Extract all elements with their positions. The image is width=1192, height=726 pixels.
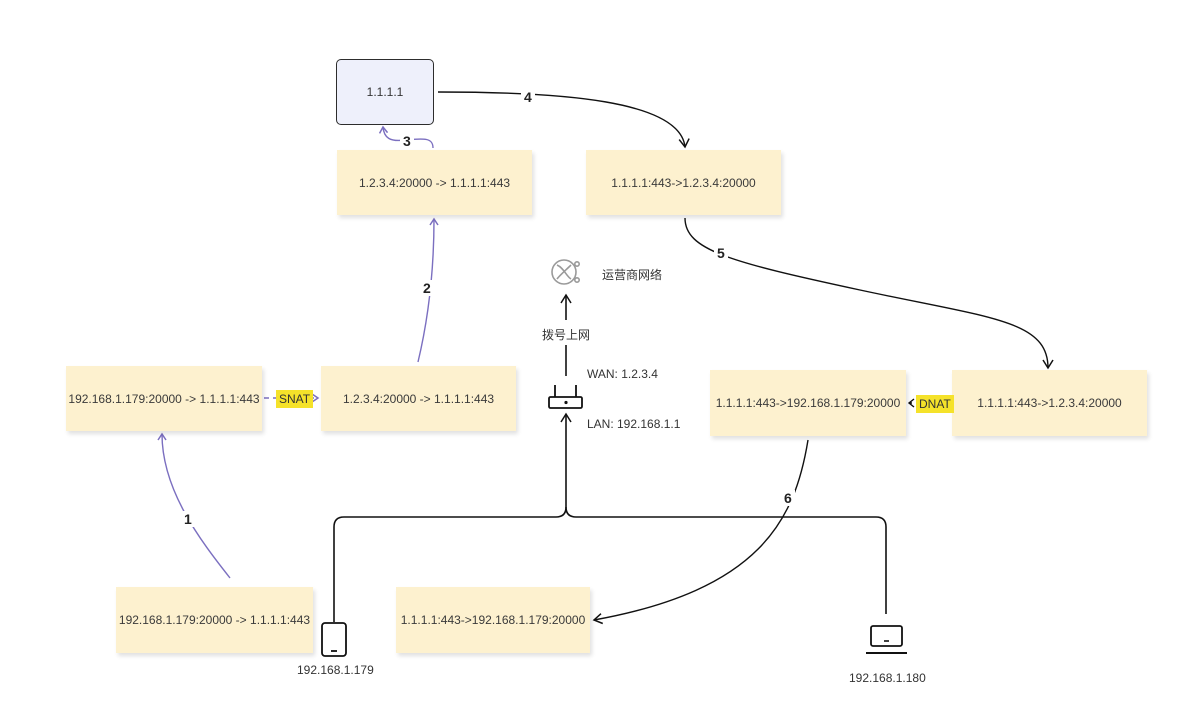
note-reply-text: 1.1.1.1:443->1.2.3.4:20000 — [611, 175, 756, 190]
note-client-reply-text: 1.1.1.1:443->192.168.1.179:20000 — [400, 613, 586, 627]
phone-ip-label: 192.168.1.179 — [297, 663, 374, 677]
step-6-label: 6 — [781, 490, 795, 506]
laptop-icon — [866, 625, 907, 654]
arrow-step-4 — [437, 91, 690, 149]
lan-label: LAN: 192.168.1.1 — [587, 417, 681, 431]
note-client-request: 192.168.1.179:20000 -> 1.1.1.1:443 — [116, 587, 313, 653]
wan-label: WAN: 1.2.3.4 — [587, 367, 658, 381]
arrow-step-1 — [157, 432, 231, 579]
step-1-label: 1 — [181, 511, 195, 527]
note-post-snat-text: 1.2.3.4:20000 -> 1.1.1.1:443 — [342, 391, 495, 406]
snat-tag: SNAT — [276, 390, 314, 408]
step-4-label: 4 — [521, 89, 535, 105]
laptop-ip-label: 192.168.1.180 — [849, 671, 926, 685]
note-post-dnat-text: 1.1.1.1:443->192.168.1.179:20000 — [715, 396, 901, 410]
phone-icon — [321, 622, 347, 657]
note-client-request-text: 192.168.1.179:20000 -> 1.1.1.1:443 — [118, 613, 311, 627]
dnat-tag: DNAT — [916, 395, 954, 413]
arrow-step-6 — [592, 439, 809, 625]
note-outbound-text: 1.2.3.4:20000 -> 1.1.1.1:443 — [358, 175, 511, 190]
arrow-step-5 — [684, 217, 1054, 370]
note-reply: 1.1.1.1:443->1.2.3.4:20000 — [586, 150, 781, 215]
step-5-label: 5 — [714, 245, 728, 261]
note-pre-dnat-text: 1.1.1.1:443->1.2.3.4:20000 — [977, 396, 1122, 410]
note-pre-snat: 192.168.1.179:20000 -> 1.1.1.1:443 — [66, 366, 262, 431]
server-node: 1.1.1.1 — [336, 59, 434, 125]
step-3-label: 3 — [400, 133, 414, 149]
note-post-snat: 1.2.3.4:20000 -> 1.1.1.1:443 — [321, 366, 516, 431]
server-label: 1.1.1.1 — [366, 85, 404, 99]
note-client-reply: 1.1.1.1:443->192.168.1.179:20000 — [396, 587, 590, 653]
step-2-label: 2 — [420, 280, 434, 296]
router-icon — [548, 385, 583, 409]
note-post-dnat: 1.1.1.1:443->192.168.1.179:20000 — [710, 370, 906, 436]
network-line-laptop — [565, 506, 887, 614]
isp-network-icon — [551, 259, 580, 285]
note-pre-snat-text: 192.168.1.179:20000 -> 1.1.1.1:443 — [68, 391, 260, 406]
network-line-phone — [333, 506, 567, 622]
isp-label: 运营商网络 — [602, 268, 663, 282]
note-outbound: 1.2.3.4:20000 -> 1.1.1.1:443 — [337, 150, 532, 215]
dial-up-label: 拨号上网 — [542, 326, 591, 343]
note-pre-dnat: 1.1.1.1:443->1.2.3.4:20000 — [952, 370, 1147, 436]
